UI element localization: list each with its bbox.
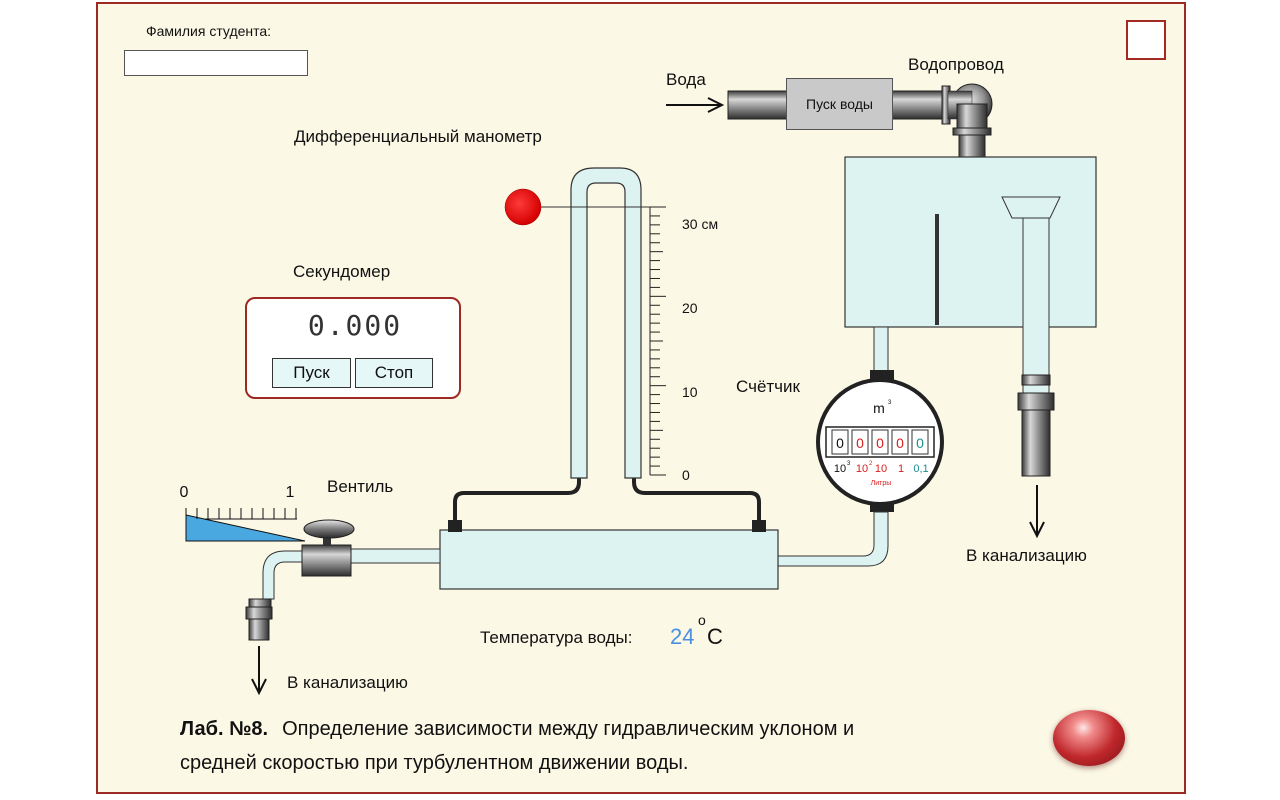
- manometer-label-30: 30 см: [682, 216, 718, 232]
- overflow-funnel: [1001, 196, 1061, 539]
- valve-title: Вентиль: [327, 477, 394, 496]
- manometer-scale-ticks: [649, 206, 666, 476]
- manometer-label-0: 0: [682, 467, 690, 483]
- ruby-button[interactable]: [1053, 710, 1125, 766]
- meter-liters-label: Литры: [871, 480, 892, 487]
- meter-digit-5: 0: [916, 435, 924, 451]
- meter-scale-3: 10: [875, 463, 887, 475]
- test-pipe-section: [349, 529, 779, 590]
- measuring-tank: [844, 156, 1097, 328]
- stopwatch-panel: 0.000 Пуск Стоп: [245, 297, 461, 399]
- temperature-label: Температура воды:: [480, 628, 633, 647]
- meter-unit-sup: 3: [888, 400, 892, 406]
- close-button[interactable]: [1126, 20, 1166, 60]
- meter-scale-2: 10: [856, 463, 868, 475]
- water-label: Вода: [666, 70, 706, 89]
- valve-outlet: [245, 598, 273, 696]
- meter-scale-1-sup: 3: [847, 461, 851, 467]
- lab-title-line1: Лаб. №8. Определение зависимости между ги…: [180, 718, 854, 741]
- meter-unit: m: [873, 400, 885, 416]
- manometer-label-10: 10: [682, 384, 698, 400]
- meter-digit-3: 0: [876, 435, 884, 451]
- valve-handle[interactable]: [303, 519, 355, 539]
- temperature-value: 24: [670, 624, 695, 649]
- water-meter: 0 0 0 0 0 m 3 10 3 10 2 10 1 0,1 Литры: [816, 378, 944, 506]
- manometer-label-20: 20: [682, 300, 698, 316]
- stopwatch-title: Секундомер: [293, 262, 391, 281]
- temperature-unit: C: [707, 624, 723, 649]
- stopwatch-display: 0.000: [307, 309, 403, 342]
- lab-title-text-1: Определение зависимости между гидравличе…: [282, 718, 855, 740]
- valve-body: [262, 532, 352, 600]
- stopwatch-start-button[interactable]: Пуск: [272, 358, 351, 388]
- valve-scale-max: 1: [286, 484, 295, 501]
- water-start-button[interactable]: Пуск воды: [786, 78, 893, 130]
- meter-digit-2: 0: [856, 435, 864, 451]
- meter-digit-1: 0: [836, 435, 844, 451]
- water-supply-label: Водопровод: [908, 55, 1004, 74]
- manometer-connectors: [448, 476, 766, 532]
- lab-title-text-2: средней скоростью при турбулентном движе…: [180, 752, 689, 774]
- meter-title: Счётчик: [736, 377, 800, 396]
- student-name-input[interactable]: [124, 50, 308, 76]
- manometer-title: Дифференциальный манометр: [294, 127, 542, 146]
- drain-right-label: В канализацию: [966, 546, 1087, 565]
- drain-left-label: В канализацию: [287, 673, 408, 692]
- temperature-degree: o: [698, 612, 706, 628]
- lab-title-prefix: Лаб. №8.: [180, 718, 269, 740]
- valve-scale-min: 0: [180, 484, 189, 501]
- valve-scale: [185, 508, 306, 542]
- meter-scale-1: 10: [834, 463, 846, 475]
- water-inlet-arrow: [666, 97, 725, 113]
- differential-manometer: [504, 167, 660, 479]
- stopwatch-stop-button[interactable]: Стоп: [355, 358, 433, 388]
- meter-digit-4: 0: [896, 435, 904, 451]
- meter-scale-5: 0,1: [913, 463, 928, 475]
- student-name-label: Фамилия студента:: [146, 23, 272, 39]
- meter-scale-2-sup: 2: [869, 461, 873, 467]
- meter-scale-4: 1: [898, 463, 904, 475]
